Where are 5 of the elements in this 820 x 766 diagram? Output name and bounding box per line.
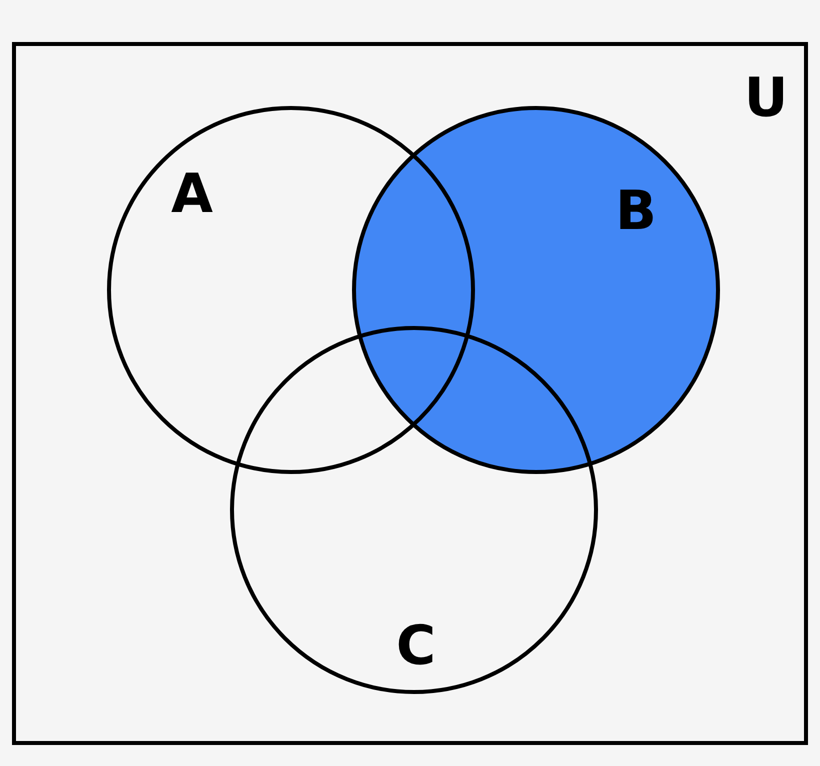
universe-frame bbox=[12, 42, 808, 745]
set-label: A bbox=[171, 167, 213, 221]
set-label: B bbox=[615, 184, 657, 238]
set-label: U bbox=[744, 71, 788, 125]
set-label: C bbox=[396, 619, 436, 673]
